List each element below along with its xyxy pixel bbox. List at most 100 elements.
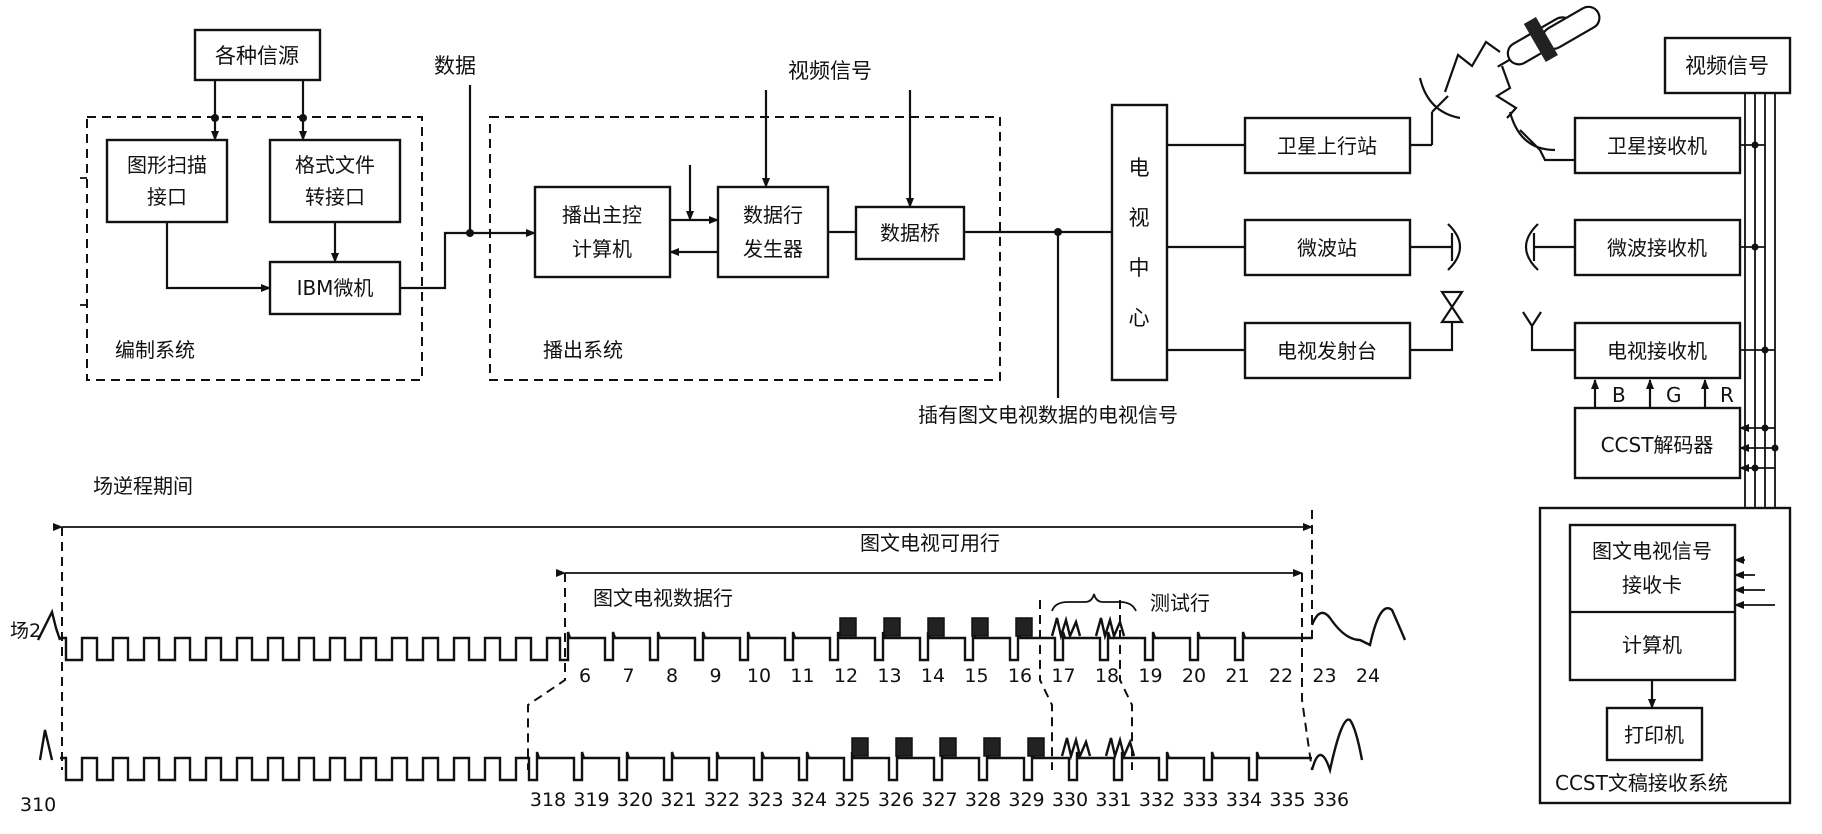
ccst-system-label: CCST文稿接收系统 xyxy=(1555,771,1728,795)
test-line-signal xyxy=(1094,615,1126,641)
line-number: 322 xyxy=(704,789,740,811)
line-number: 327 xyxy=(921,789,957,811)
format-file-box xyxy=(268,138,402,224)
microwave-station-label: 微波站 xyxy=(1297,236,1357,260)
rgb-r: R xyxy=(1720,383,1734,407)
line-number: 336 xyxy=(1313,789,1349,811)
tv-center-box xyxy=(1110,103,1169,382)
line-number: 330 xyxy=(1052,789,1088,811)
tv-receiver-label: 电视接收机 xyxy=(1607,339,1707,363)
tv-center-char-4: 心 xyxy=(1129,306,1150,330)
downlink-dish-icon xyxy=(1494,65,1575,162)
line-number: 326 xyxy=(878,789,914,811)
satellite-receiver-label: 卫星接收机 xyxy=(1607,134,1707,158)
data-label: 数据 xyxy=(434,54,476,78)
tv-transmitter-box xyxy=(1243,321,1412,380)
data-line-burst xyxy=(971,617,989,637)
broadcast-control-label-1: 播出主控 xyxy=(562,203,642,227)
tv-center-char-2: 视 xyxy=(1129,206,1150,230)
line-number: 333 xyxy=(1182,789,1218,811)
sources-label: 各种信源 xyxy=(215,44,299,68)
format-file-label-1: 格式文件 xyxy=(295,153,375,177)
line-number: 319 xyxy=(573,789,609,811)
broadcast-system-group xyxy=(489,116,1001,381)
field-label-bottom: 310 xyxy=(20,794,56,816)
edit-system-group xyxy=(86,116,423,381)
line-number: 18 xyxy=(1095,665,1119,687)
data-line-burst xyxy=(1027,737,1045,757)
line-number: 12 xyxy=(834,665,858,687)
line-number: 8 xyxy=(666,665,678,687)
receive-antenna-icon xyxy=(1522,311,1575,352)
satellite-uplink-label: 卫星上行站 xyxy=(1277,134,1377,158)
line-number: 320 xyxy=(617,789,653,811)
computer-label: 计算机 xyxy=(1622,633,1682,657)
printer-box xyxy=(1605,706,1704,762)
data-line-burst xyxy=(939,737,957,757)
line-number: 318 xyxy=(530,789,566,811)
microwave-receiver-box xyxy=(1573,218,1742,277)
usable-lines-label: 图文电视可用行 xyxy=(860,531,1000,555)
printer-label: 打印机 xyxy=(1624,723,1684,747)
data-line-burst xyxy=(851,737,869,757)
line-number: 19 xyxy=(1138,665,1162,687)
broadcast-control-box xyxy=(533,185,672,279)
satellite-icon xyxy=(1497,5,1601,68)
teletext-card-label-2: 接收卡 xyxy=(1622,573,1682,597)
teletext-card-label-1: 图文电视信号 xyxy=(1592,539,1712,563)
line-number: 21 xyxy=(1225,665,1249,687)
line-number: 328 xyxy=(965,789,1001,811)
line-number: 6 xyxy=(579,665,591,687)
line-number: 11 xyxy=(790,665,814,687)
data-line-burst xyxy=(927,617,945,637)
data-line-burst xyxy=(983,737,1001,757)
microwave-antenna-icon xyxy=(1410,223,1575,271)
line-number: 7 xyxy=(622,665,634,687)
line-number: 16 xyxy=(1008,665,1032,687)
edit-system-label: 编制系统 xyxy=(115,338,195,362)
post-sync-wave-bottom xyxy=(1310,718,1364,775)
vbi-period-label: 场逆程期间 xyxy=(93,474,193,498)
line-number: 22 xyxy=(1269,665,1293,687)
line-number: 332 xyxy=(1139,789,1175,811)
line-number: 325 xyxy=(834,789,870,811)
data-lines-label: 图文电视数据行 xyxy=(593,586,733,610)
field2-waveform xyxy=(60,631,1312,662)
line-number: 13 xyxy=(877,665,901,687)
graphic-scan-label-2: 接口 xyxy=(147,185,187,209)
tv-transmitter-label: 电视发射台 xyxy=(1277,339,1377,363)
broadcast-system-label: 播出系统 xyxy=(543,338,623,362)
data-line-generator-box xyxy=(716,185,830,279)
line-number: 15 xyxy=(964,665,988,687)
transmit-antenna-icon xyxy=(1410,290,1465,352)
test-line-signal xyxy=(1060,735,1092,761)
field-label-top: 场2 xyxy=(10,620,41,642)
signal-note: 插有图文电视数据的电视信号 xyxy=(918,403,1178,427)
format-file-label-2: 转接口 xyxy=(305,185,365,209)
test-line-signal xyxy=(1050,615,1082,641)
line-number: 323 xyxy=(747,789,783,811)
line-number: 9 xyxy=(709,665,721,687)
ccst-decoder-box xyxy=(1573,406,1742,480)
tv-center-char-3: 中 xyxy=(1129,256,1150,280)
line-number: 321 xyxy=(660,789,696,811)
line-number: 335 xyxy=(1269,789,1305,811)
graphic-scan-label-1: 图形扫描 xyxy=(127,153,207,177)
test-line-signal xyxy=(1104,735,1136,761)
video-signal-right-box xyxy=(1663,36,1792,95)
data-line-generator-label-2: 发生器 xyxy=(743,237,803,261)
video-signal-top-label: 视频信号 xyxy=(788,59,872,83)
line-number: 10 xyxy=(747,665,771,687)
data-line-burst xyxy=(839,617,857,637)
satellite-receiver-box xyxy=(1573,116,1742,175)
data-line-burst xyxy=(883,617,901,637)
data-line-burst xyxy=(1015,617,1033,637)
line-number: 324 xyxy=(791,789,827,811)
rgb-g: G xyxy=(1666,383,1682,407)
test-lines-label: 测试行 xyxy=(1150,591,1210,615)
broadcast-control-label-2: 计算机 xyxy=(572,237,632,261)
graphic-scan-box xyxy=(105,138,229,224)
